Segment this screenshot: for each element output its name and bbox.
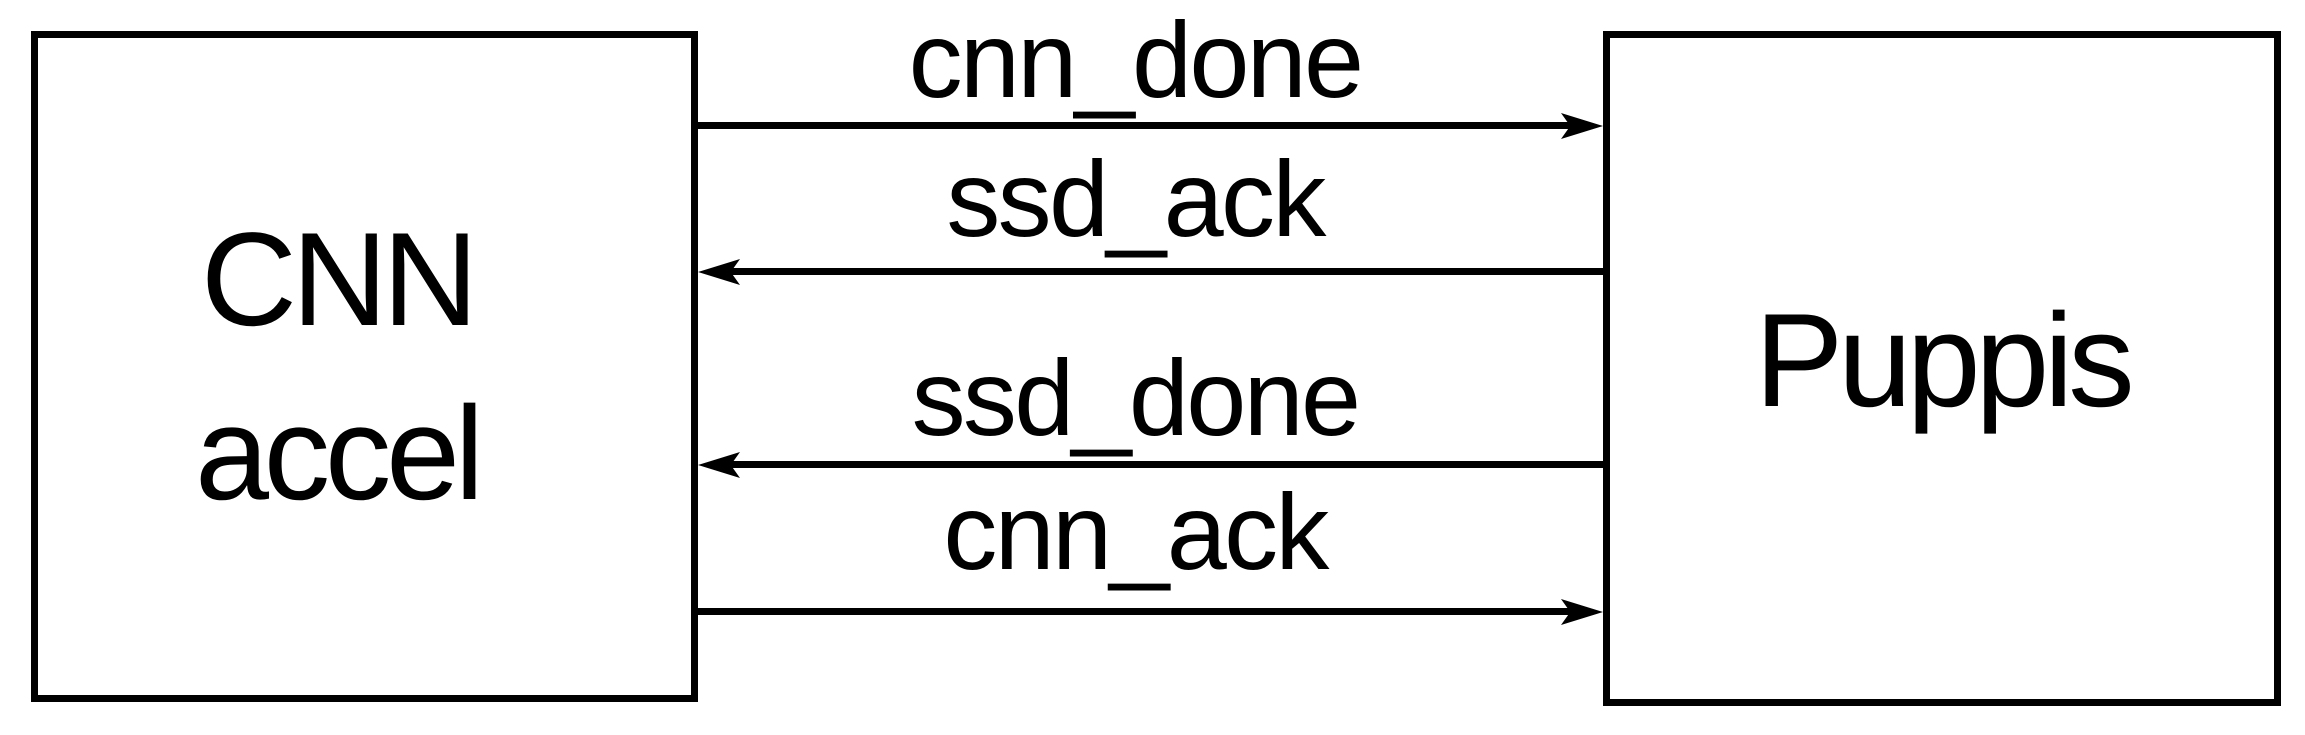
signal-wire-cnn-done bbox=[698, 122, 1572, 129]
block-cnn-accel-label-line2: accel bbox=[195, 379, 484, 528]
block-cnn-accel-label-line1: CNN bbox=[200, 205, 479, 354]
signal-label-ssd-done: ssd_done bbox=[911, 337, 1361, 458]
signal-wire-cnn-ack bbox=[698, 608, 1572, 615]
signal-label-cnn-done: cnn_done bbox=[908, 0, 1365, 120]
block-puppis: Puppis bbox=[1603, 31, 2281, 706]
signal-label-ssd-ack: ssd_ack bbox=[946, 138, 1326, 259]
signal-wire-ssd-done bbox=[729, 461, 1603, 468]
signal-wire-ssd-ack bbox=[729, 268, 1603, 275]
block-cnn-accel: CNN accel bbox=[31, 31, 698, 702]
signal-label-cnn-ack: cnn_ack bbox=[943, 471, 1329, 592]
block-puppis-label: Puppis bbox=[1754, 286, 2135, 435]
